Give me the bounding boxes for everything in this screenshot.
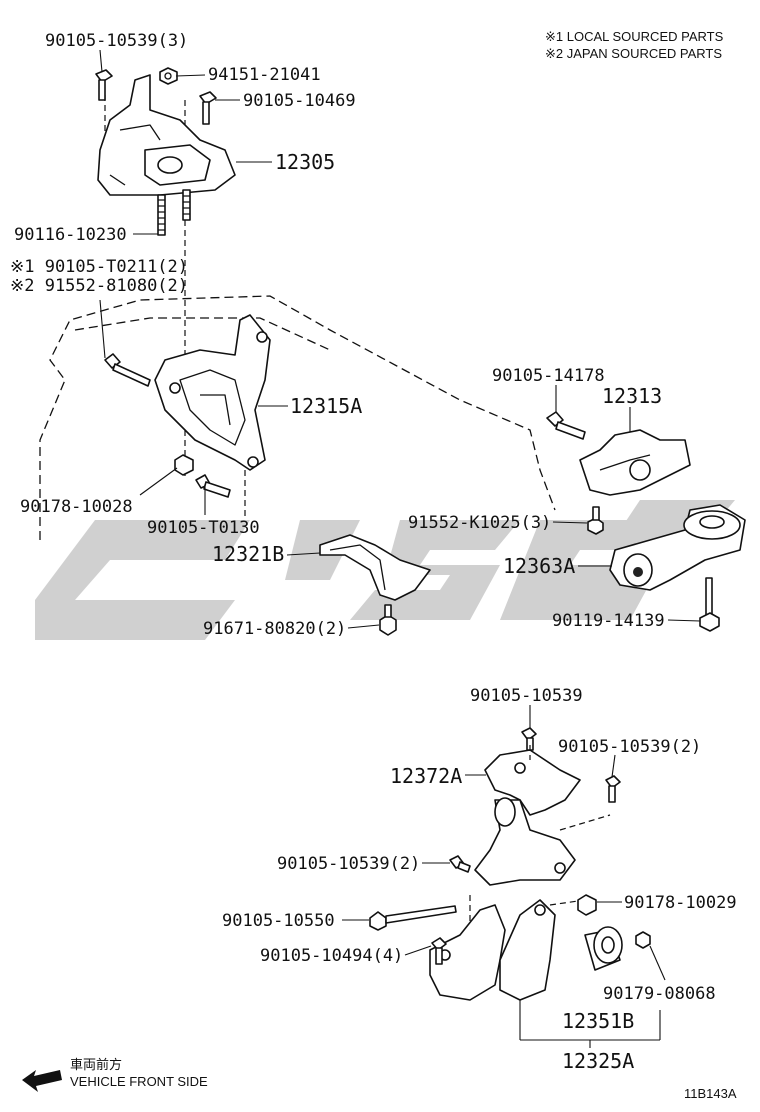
- note-japan-sourced: ※2 JAPAN SOURCED PARTS: [545, 46, 722, 61]
- label-91552-81080: ※2 91552-81080(2): [10, 276, 188, 296]
- bolt-90105-10539-top: [95, 69, 113, 101]
- bolt-90105-10494: [431, 937, 447, 965]
- arrow-left-icon: [22, 1070, 62, 1092]
- nut-90179-08068: [635, 931, 651, 949]
- nut-94151-21041: [159, 67, 178, 85]
- label-12321B: 12321B: [212, 542, 284, 566]
- label-12372A: 12372A: [390, 764, 462, 788]
- label-91671-80820: 91671-80820(2): [203, 619, 346, 639]
- engine-outline-inner: [74, 317, 331, 351]
- bolt-91671-80820: [379, 604, 397, 636]
- bolt-90105-10539-lower: [521, 727, 537, 751]
- leader-lines: [99, 49, 701, 1048]
- label-12315A: 12315A: [290, 394, 362, 418]
- diagram-code: 11B143A: [684, 1086, 737, 1101]
- assembly-line-5: [559, 814, 611, 831]
- label-90116-10230: 90116-10230: [14, 225, 127, 245]
- label-90178-10029: 90178-10029: [624, 893, 737, 913]
- bolt-90119-14139: [699, 577, 720, 632]
- direction-label-jp: 車両前方: [70, 1057, 122, 1072]
- bracket-12315A: [154, 314, 271, 471]
- label-90105-10494: 90105-10494(4): [260, 946, 403, 966]
- label-91552-K1025: 91552-K1025(3): [408, 513, 551, 533]
- label-12363A: 12363A: [503, 554, 575, 578]
- label-90105-10469: 90105-10469: [243, 91, 356, 111]
- direction-label-en: VEHICLE FRONT SIDE: [70, 1074, 208, 1089]
- bolt-90105-10539-2b: [449, 855, 471, 873]
- bolt-90105-10469: [199, 91, 217, 125]
- nut-90178-10028: [174, 454, 194, 476]
- label-90179-08068: 90179-08068: [603, 984, 716, 1004]
- note-local-sourced: ※1 LOCAL SOURCED PARTS: [545, 29, 724, 44]
- label-90105-10539-3: 90105-10539(3): [45, 31, 188, 51]
- label-12325A: 12325A: [562, 1049, 634, 1073]
- label-12351B: 12351B: [562, 1009, 634, 1033]
- mount-12363A: [609, 504, 746, 591]
- label-90105-10539: 90105-10539: [470, 686, 583, 706]
- label-90105-10539-2b: 90105-10539(2): [277, 854, 420, 874]
- label-90105-T0130: 90105-T0130: [147, 518, 260, 538]
- label-90178-10028: 90178-10028: [20, 497, 133, 517]
- label-90105-14178: 90105-14178: [492, 366, 605, 386]
- front-direction-indicator: 車両前方 VEHICLE FRONT SIDE: [22, 1057, 208, 1092]
- watermark-logo: [35, 500, 735, 640]
- bracket-12372A: [474, 749, 581, 886]
- bracket-12321B: [319, 534, 431, 601]
- bracket-12325A: [429, 899, 556, 1001]
- bolt-90105-10550: [369, 905, 457, 931]
- label-90105-10539-2a: 90105-10539(2): [558, 737, 701, 757]
- bolt-90105-14178: [546, 411, 586, 440]
- bolt-90105-T0211: [104, 353, 151, 387]
- mount-12313: [579, 429, 691, 496]
- assembly-line-7: [549, 899, 586, 906]
- mount-12305: [97, 74, 236, 236]
- engine-outline: [39, 295, 556, 540]
- label-90105-T0211: ※1 90105-T0211(2): [10, 257, 188, 277]
- bolt-90105-T0130: [195, 474, 231, 498]
- label-90119-14139: 90119-14139: [552, 611, 665, 631]
- label-94151-21041: 94151-21041: [208, 65, 321, 85]
- label-90105-10550: 90105-10550: [222, 911, 335, 931]
- watermark-stroke-1: [35, 520, 250, 640]
- bolt-91552-K1025: [587, 506, 604, 535]
- label-12305: 12305: [275, 150, 335, 174]
- bolt-90105-10539-2a: [605, 775, 621, 803]
- bushing-12351B: [584, 926, 623, 971]
- label-12313: 12313: [602, 384, 662, 408]
- nut-90178-10029: [577, 894, 597, 916]
